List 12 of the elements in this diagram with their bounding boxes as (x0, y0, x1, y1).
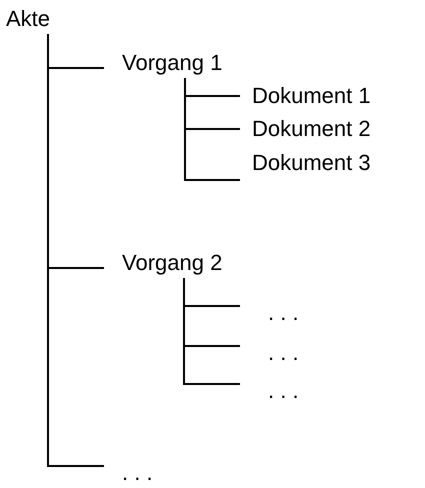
tree-item-label: Vorgang 2 (122, 250, 222, 276)
tree-item-label: Dokument 1 (252, 83, 371, 109)
tree-item-label: . . . (268, 378, 299, 404)
tree-item-label: Akte (6, 6, 50, 32)
tree-connector (47, 34, 104, 467)
tree-item-label: . . . (268, 300, 299, 326)
tree-item-label: Dokument 2 (252, 116, 371, 142)
tree-connector (184, 78, 240, 181)
tree-item-label: Vorgang 1 (122, 50, 222, 76)
tree-item-label: Dokument 3 (252, 150, 371, 176)
tree-item-label: . . . (122, 460, 153, 486)
tree-item-label: . . . (268, 340, 299, 366)
